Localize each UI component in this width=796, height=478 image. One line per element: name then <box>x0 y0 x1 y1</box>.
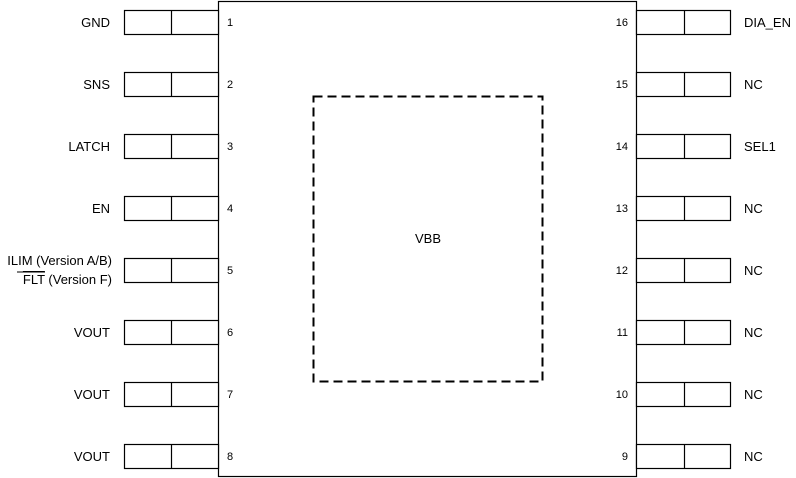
pin-number: 1 <box>227 17 233 29</box>
pin-2: 2 SNS <box>83 71 233 98</box>
pin-number: 7 <box>227 389 233 401</box>
package-body <box>217 0 638 478</box>
pin-name: NC <box>744 387 763 402</box>
pin-name-overbar: FLT <box>23 272 45 287</box>
pin-pad <box>635 9 732 36</box>
pin-10: 10 NC <box>616 381 763 408</box>
pin-number: 6 <box>227 327 233 339</box>
pin-14: 14 SEL1 <box>616 133 776 160</box>
pin-13: 13 NC <box>616 195 763 222</box>
pin-4: 4 EN <box>92 195 233 222</box>
left-pin-group: 1 GND 2 SNS 3 LATCH 4 EN 5 ILIM (Version A/B) FLT … <box>7 9 233 470</box>
pin-name: ILIM (Version A/B) <box>7 253 112 268</box>
pin-number: 8 <box>227 451 233 463</box>
pin-7: 7 VOUT <box>74 381 233 408</box>
pin-number: 13 <box>616 203 628 215</box>
pin-name: VOUT <box>74 387 110 402</box>
pin-name: NC <box>744 263 763 278</box>
pin-pad <box>635 71 732 98</box>
pin-11: 11 NC <box>617 319 763 346</box>
pin-pad <box>635 443 732 470</box>
pin-16: 16 DIA_EN <box>616 9 791 36</box>
pin-name: EN <box>92 201 110 216</box>
pin-number: 9 <box>622 451 628 463</box>
pin-12: 12 NC <box>616 257 763 284</box>
pin-number: 10 <box>616 389 628 401</box>
pin-name-suffix: (Version F) <box>45 272 112 287</box>
pin-number: 5 <box>227 265 233 277</box>
pin-name: VOUT <box>74 325 110 340</box>
pin-name: SEL1 <box>744 139 776 154</box>
pin-number: 2 <box>227 79 233 91</box>
pin-number: 15 <box>616 79 628 91</box>
pin-9: 9 NC <box>622 443 763 470</box>
pin-pad <box>635 319 732 346</box>
pin-number: 4 <box>227 203 233 215</box>
pin-number: 12 <box>616 265 628 277</box>
pin-8: 8 VOUT <box>74 443 233 470</box>
pin-name: SNS <box>83 77 110 92</box>
pin-number: 14 <box>616 141 628 153</box>
pin-pad <box>635 257 732 284</box>
pin-6: 6 VOUT <box>74 319 233 346</box>
pin-1: 1 GND <box>81 9 233 36</box>
pin-3: 3 LATCH <box>68 133 233 160</box>
pin-number: 11 <box>617 327 628 339</box>
thermal-pad-outline <box>312 95 544 383</box>
pin-name: NC <box>744 77 763 92</box>
thermal-pad-label: VBB <box>415 231 441 246</box>
pin-name: NC <box>744 449 763 464</box>
pin-name: DIA_EN <box>744 15 791 30</box>
pin-15: 15 NC <box>616 71 763 98</box>
pin-number: 16 <box>616 17 628 29</box>
pin-name: GND <box>81 15 110 30</box>
pin-name: NC <box>744 201 763 216</box>
pin-number: 3 <box>227 141 233 153</box>
pin-name: NC <box>744 325 763 340</box>
pin-5: 5 ILIM (Version A/B) FLT (Version F) <box>7 253 233 287</box>
pin-pad <box>635 133 732 160</box>
pin-pad <box>635 195 732 222</box>
pin-name-line2: FLT (Version F) <box>23 272 112 287</box>
pin-name: VOUT <box>74 449 110 464</box>
pin-name: LATCH <box>68 139 110 154</box>
pin-pad <box>635 381 732 408</box>
